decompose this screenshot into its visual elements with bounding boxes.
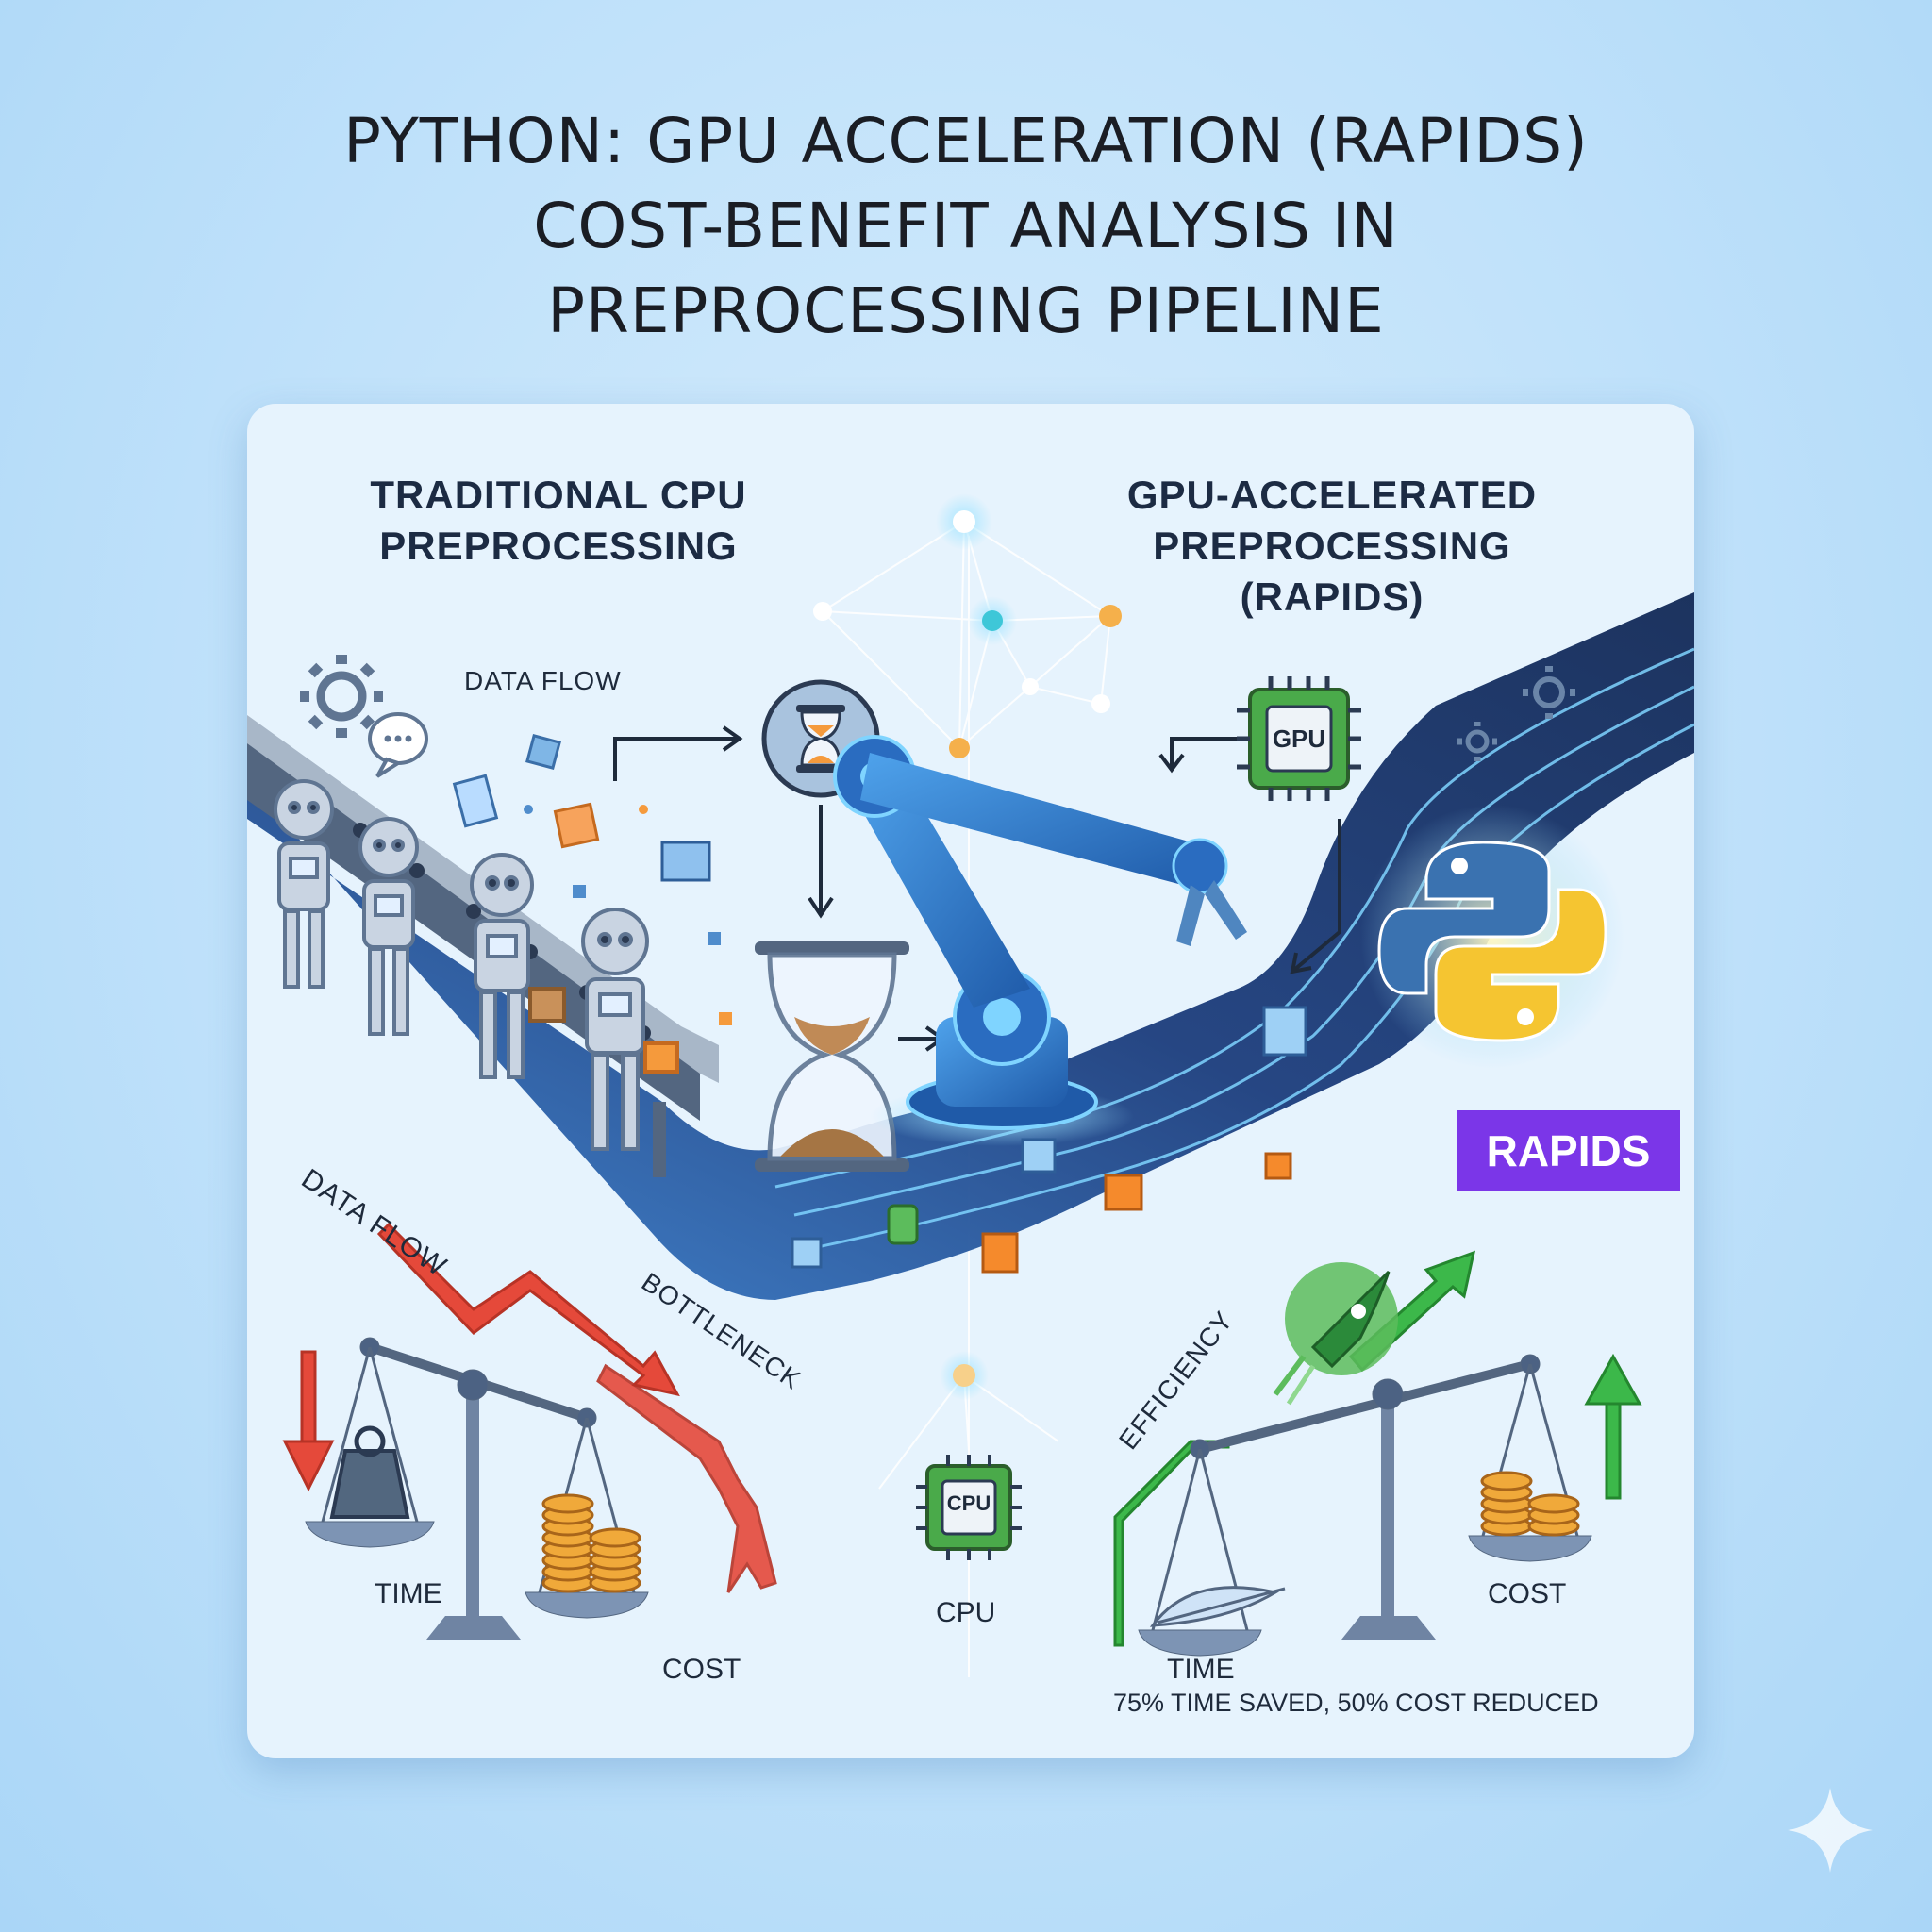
flow-arrows	[613, 725, 1341, 1052]
gpu-section-heading: GPU-ACCELERATED PREPROCESSING (RAPIDS)	[1068, 470, 1596, 623]
decline-arrows	[282, 1222, 777, 1593]
data-blocks	[452, 734, 732, 1025]
left-time-label: TIME	[375, 1578, 442, 1609]
cpu-chip-icon	[916, 1455, 1022, 1560]
network-nodes	[813, 493, 1122, 758]
gear-icon	[300, 655, 383, 738]
coins-icon	[1480, 1471, 1580, 1537]
right-cost-label: COST	[1488, 1578, 1567, 1609]
savings-summary: 75% TIME SAVED, 50% COST REDUCED	[1113, 1689, 1599, 1717]
cpu-chip-text: CPU	[946, 1491, 991, 1515]
feather-icon	[1149, 1586, 1286, 1627]
data-flow-label: DATA FLOW	[464, 666, 622, 695]
coins-icon	[541, 1493, 641, 1593]
stream-cubes	[791, 1006, 1307, 1274]
robotic-arm-icon	[833, 735, 1247, 1146]
sparkle-icon	[1788, 1788, 1873, 1873]
balance-scale-icon	[1138, 1354, 1592, 1657]
hourglass-icon	[755, 941, 909, 1172]
robot-icon	[274, 779, 334, 989]
infographic-illustration	[247, 493, 1694, 1677]
cpu-heading-line-1: TRADITIONAL CPU	[370, 473, 747, 517]
rocket-icon	[1273, 1262, 1398, 1406]
cpu-heading-line-2: PREPROCESSING	[379, 524, 738, 568]
page-title: PYTHON: GPU ACCELERATION (RAPIDS) COST-B…	[0, 99, 1932, 354]
gpu-heading-line-2: PREPROCESSING	[1153, 524, 1511, 568]
python-logo-icon	[1360, 805, 1624, 1069]
gear-icon	[1457, 722, 1497, 761]
gpu-chip-icon	[1237, 676, 1361, 801]
gear-icon	[1523, 666, 1575, 719]
speech-bubble-icon	[368, 712, 428, 778]
cpu-section-heading: TRADITIONAL CPU PREPROCESSING	[285, 470, 832, 572]
left-cost-label: COST	[662, 1654, 741, 1685]
robot-icon	[581, 908, 679, 1151]
title-line-3: PREPROCESSING PIPELINE	[547, 275, 1385, 347]
robot-icon	[470, 853, 566, 1079]
gpu-heading-line-3: (RAPIDS)	[1240, 575, 1424, 619]
gpu-heading-line-1: GPU-ACCELERATED	[1126, 473, 1538, 517]
robot-icon	[358, 817, 419, 1036]
weight-icon	[329, 1425, 410, 1519]
cpu-label: CPU	[936, 1597, 996, 1628]
infographic-card: TRADITIONAL CPU PREPROCESSING GPU-ACCELE…	[247, 404, 1694, 1758]
gpu-chip-text: GPU	[1272, 724, 1326, 753]
title-line-1: PYTHON: GPU ACCELERATION (RAPIDS)	[343, 105, 1589, 177]
right-time-label: TIME	[1167, 1654, 1235, 1685]
title-line-2: COST-BENEFIT ANALYSIS IN	[533, 190, 1399, 262]
balance-scale-icon	[305, 1337, 649, 1640]
rapids-badge: RAPIDS	[1457, 1110, 1680, 1191]
